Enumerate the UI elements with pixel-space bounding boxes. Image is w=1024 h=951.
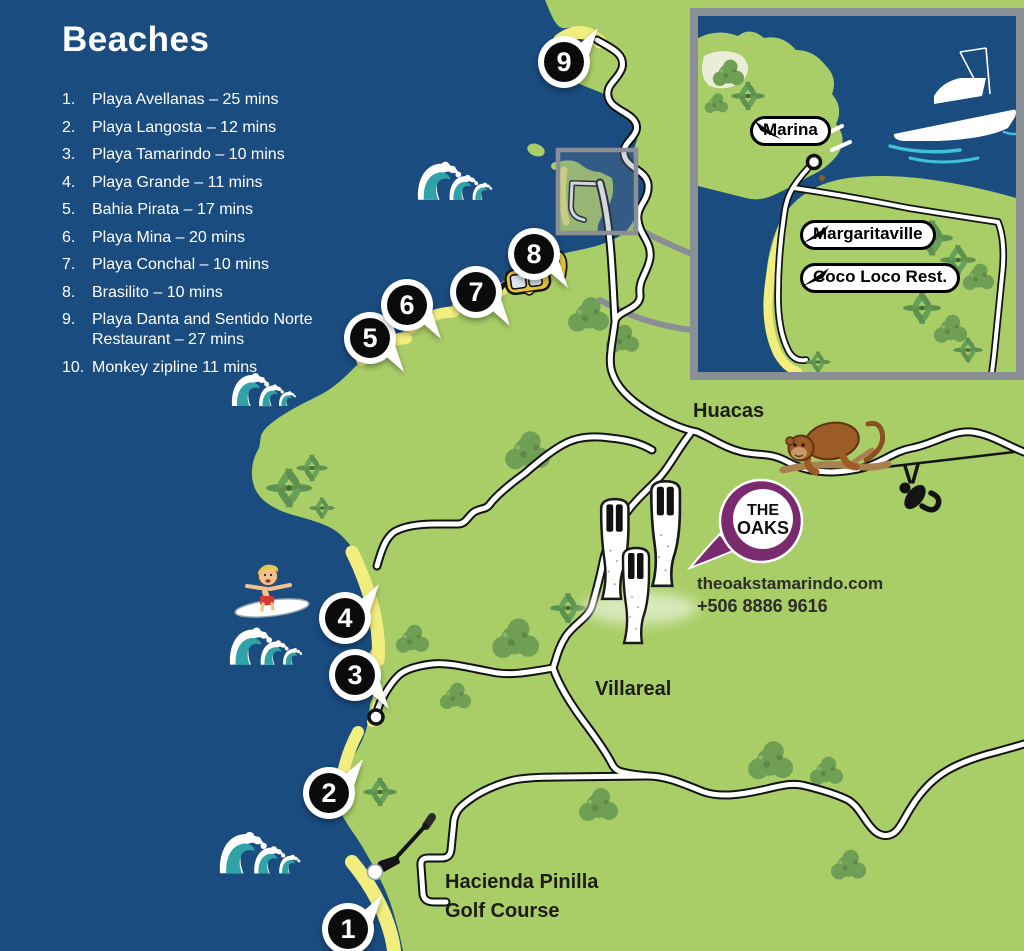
marina-road-end (805, 153, 823, 171)
beach-pin-2: 2 (291, 755, 367, 831)
islet (527, 143, 545, 157)
oaks-phone: +506 8886 9616 (697, 596, 828, 616)
svg-text:2: 2 (321, 778, 336, 808)
road-end-loop (367, 708, 385, 726)
oaks-line1: THE (747, 502, 779, 519)
marina-label: Marina (750, 116, 831, 146)
svg-text:8: 8 (526, 239, 541, 269)
svg-text:4: 4 (337, 603, 352, 633)
svg-text:9: 9 (556, 47, 571, 77)
monkey-icon (779, 420, 892, 476)
legend-title: Beaches (62, 20, 210, 59)
label-tail (755, 121, 781, 139)
coco-loco-label: Coco Loco Rest. (800, 263, 961, 293)
boat-icon (888, 47, 1016, 164)
svg-text:1: 1 (340, 914, 355, 944)
svg-text:7: 7 (468, 277, 483, 307)
list-item: 7.Playa Conchal – 10 mins (62, 256, 269, 273)
svg-text:3: 3 (347, 660, 362, 690)
beaches-list: 1.Playa Avellanas – 25 mins 2.Playa Lang… (62, 90, 362, 378)
tamarindo-inset-map: Marina Margaritaville Coco Loco Rest. (690, 8, 1024, 380)
surfer-icon (234, 564, 310, 618)
label-tail (803, 225, 829, 243)
bird-icon (819, 175, 825, 181)
svg-text:6: 6 (399, 290, 414, 320)
oaks-towers (582, 479, 698, 645)
label-tail (803, 268, 829, 286)
beach-pin-7: 7 (438, 254, 514, 330)
oaks-line2: OAKS (737, 518, 789, 538)
beach-pin-3: 3 (317, 637, 393, 713)
oaks-website: theoakstamarindo.com (697, 574, 884, 593)
margaritaville-label: Margaritaville (800, 220, 936, 250)
svg-text:5: 5 (362, 323, 377, 353)
oaks-logo: THE OAKS (686, 478, 804, 571)
gray-road (597, 297, 695, 333)
beach-pin-8: 8 (496, 216, 572, 292)
list-item: 10.Monkey zipline 11 mins (62, 358, 258, 376)
viewport-box-border (555, 147, 639, 236)
list-item: 4.Playa Grande – 11 mins (62, 173, 263, 191)
golf-course-label: Hacienda Pinilla Golf Course (445, 871, 599, 922)
villareal-label: Villareal (595, 678, 672, 700)
list-item: 1.Playa Avellanas – 25 mins (62, 91, 279, 108)
list-item: 6.Playa Mina – 20 mins (62, 228, 245, 246)
list-item: 2.Playa Langosta – 12 mins (62, 118, 277, 136)
beaches-legend: Beaches 1.Playa Avellanas – 25 mins 2.Pl… (62, 20, 362, 385)
beach-pin-5: 5 (332, 300, 408, 376)
viewport-box (558, 150, 636, 233)
list-item: 3.Playa Tamarindo – 10 mins (62, 146, 285, 163)
inset-canvas (698, 16, 1016, 372)
beach-pin-1: 1 (310, 891, 386, 951)
huacas-label: Huacas (693, 400, 765, 422)
golf-icon (366, 813, 436, 881)
roads (367, 35, 1024, 907)
list-item: 8.Brasilito – 10 mins (62, 283, 223, 301)
beach-pin-9: 9 (526, 24, 602, 100)
beach-pin-6: 6 (369, 267, 445, 343)
list-item: 5.Bahia Pirata – 17 mins (62, 201, 253, 218)
list-item: 9.Playa Danta and Sentido Norte Restaura… (62, 311, 313, 348)
beach-pin-4: 4 (307, 580, 383, 656)
